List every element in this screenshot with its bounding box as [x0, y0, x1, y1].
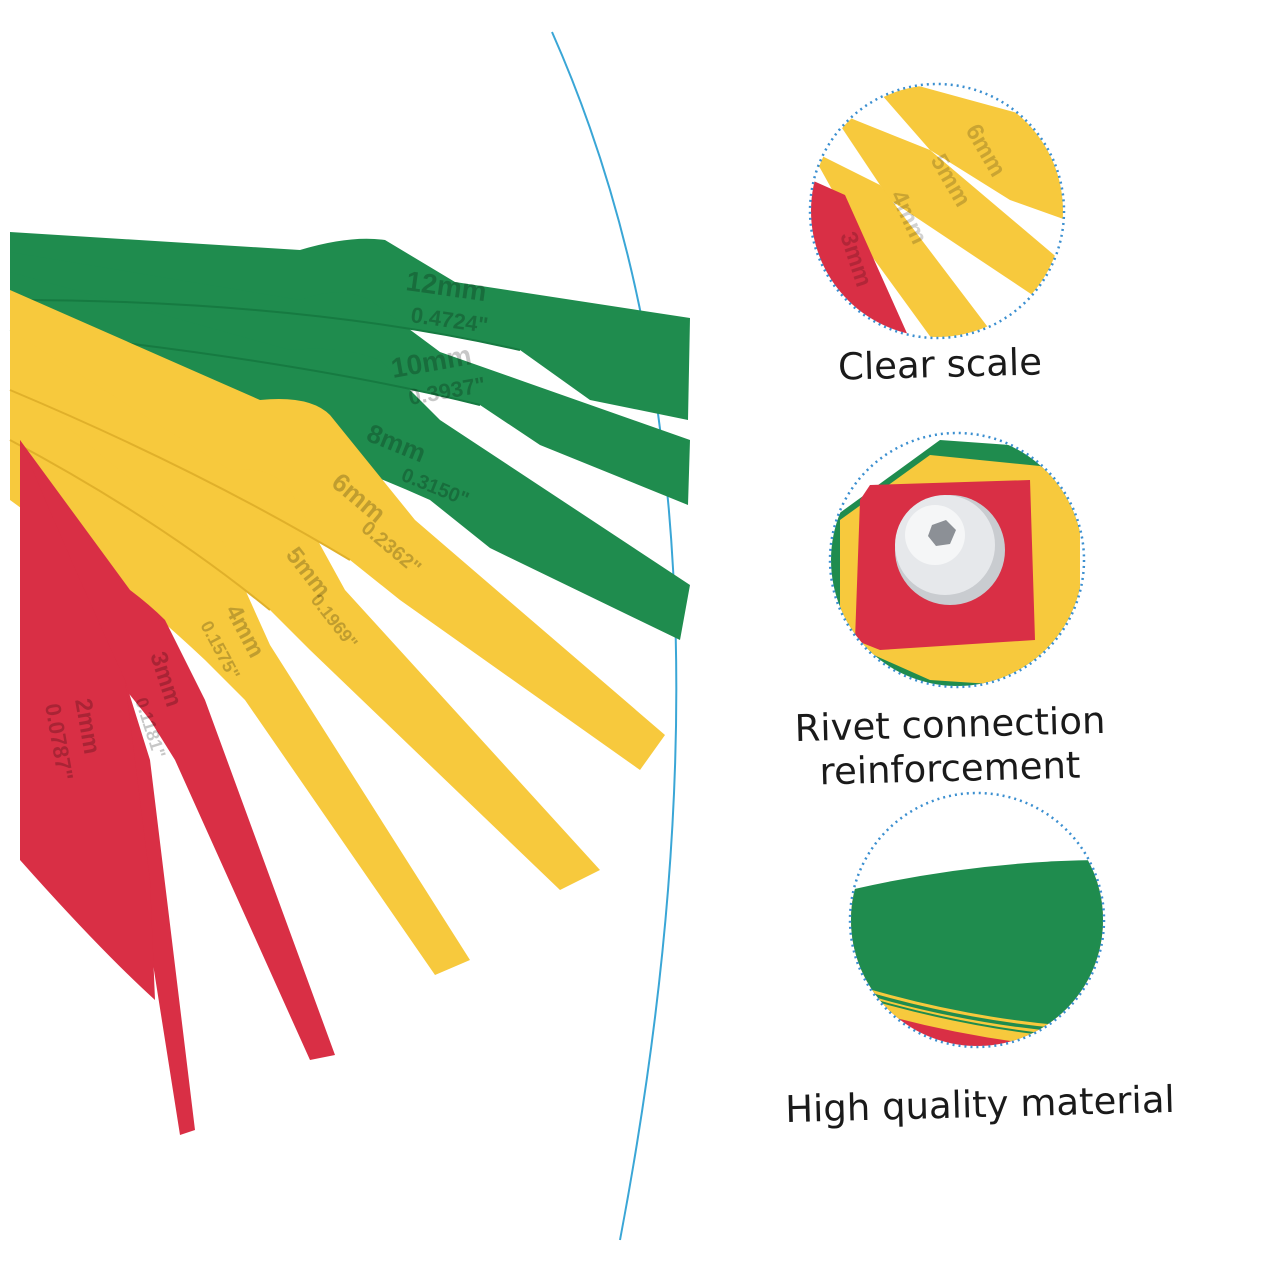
divider-arc — [551, 31, 678, 1241]
feature-label-rivet-line2: reinforcement — [819, 743, 1081, 794]
yellow-blade-shade — [9, 389, 351, 611]
blade-6mm — [10, 290, 665, 770]
feature-label-clear-scale: Clear scale — [837, 340, 1043, 389]
blade-5mm — [10, 330, 600, 890]
material-closeup-icon — [848, 791, 1106, 1049]
yellow-blades — [10, 290, 665, 975]
blade-red-body — [20, 440, 155, 1000]
blade-12mm — [10, 232, 690, 420]
blade-10mm — [10, 252, 690, 505]
blade-4mm — [10, 380, 470, 975]
red-blades — [20, 440, 335, 1135]
scale-closeup-icon: 6mm 5mm 4mm 3mm — [808, 82, 1066, 340]
blade-3mm — [20, 440, 335, 1060]
rivet-closeup-icon — [828, 431, 1086, 689]
feature-label-material: High quality material — [784, 1077, 1176, 1132]
